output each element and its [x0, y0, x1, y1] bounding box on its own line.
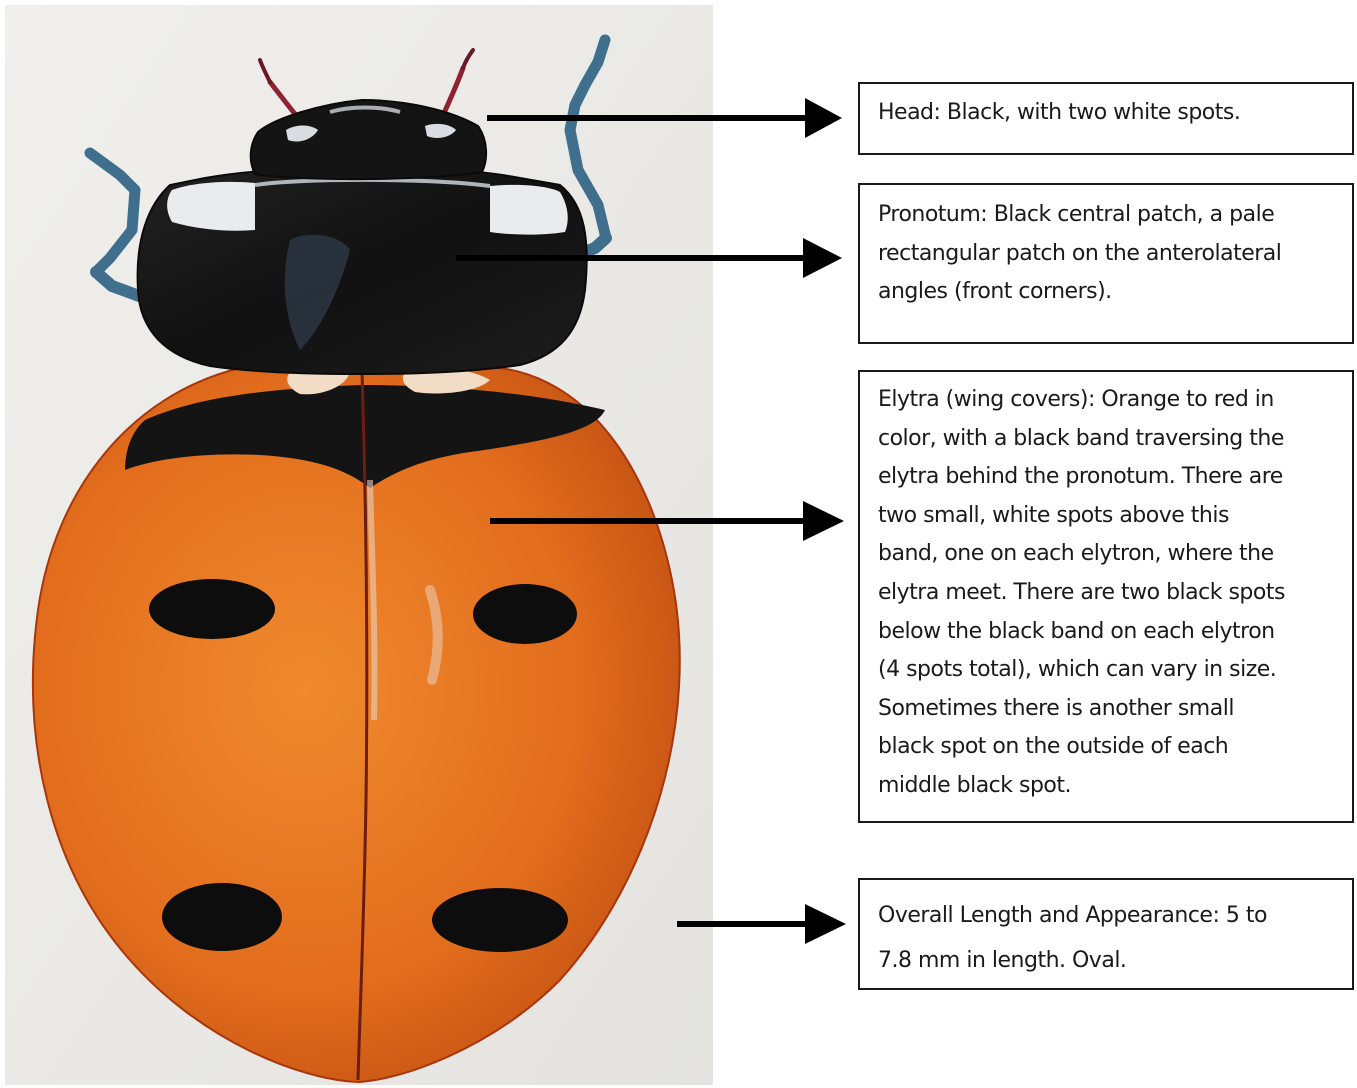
callout-elytra: Elytra (wing covers): Orange to red in c… [858, 370, 1354, 823]
callout-pronotum-line: rectangular patch on the anterolateral [878, 235, 1338, 274]
callout-elytra-line: black spot on the outside of each [878, 728, 1338, 767]
callout-elytra-line: two small, white spots above this [878, 497, 1338, 536]
callout-elytra-line: color, with a black band traversing the [878, 420, 1338, 459]
callout-elytra-line: elytra meet. There are two black spots [878, 574, 1338, 613]
callout-overall: Overall Length and Appearance: 5 to 7.8 … [858, 878, 1354, 990]
callout-elytra-line: elytra behind the pronotum. There are [878, 458, 1338, 497]
black-spot-upper-left [149, 579, 275, 639]
callout-pronotum-line: angles (front corners). [878, 273, 1338, 312]
callout-overall-line: Overall Length and Appearance: 5 to [878, 893, 1338, 938]
callout-elytra-line: middle black spot. [878, 767, 1338, 806]
callout-pronotum-line: Pronotum: Black central patch, a pale [878, 196, 1338, 235]
callout-elytra-line: band, one on each elytron, where the [878, 535, 1338, 574]
callout-head: Head: Black, with two white spots. [858, 82, 1354, 155]
black-spot-lower-right [432, 888, 568, 952]
callout-elytra-line: (4 spots total), which can vary in size. [878, 651, 1338, 690]
callout-elytra-line: below the black band on each elytron [878, 613, 1338, 652]
black-spot-upper-right [473, 584, 577, 644]
callout-pronotum: Pronotum: Black central patch, a pale re… [858, 183, 1354, 344]
black-spot-lower-left [162, 883, 282, 951]
pronotum-pale-patch-right [490, 185, 568, 235]
callout-elytra-line: Elytra (wing covers): Orange to red in [878, 381, 1338, 420]
callout-head-line: Head: Black, with two white spots. [878, 94, 1338, 133]
callout-overall-line: 7.8 mm in length. Oval. [878, 938, 1338, 983]
pronotum-pale-patch-left [167, 182, 255, 231]
callout-elytra-line: Sometimes there is another small [878, 690, 1338, 729]
